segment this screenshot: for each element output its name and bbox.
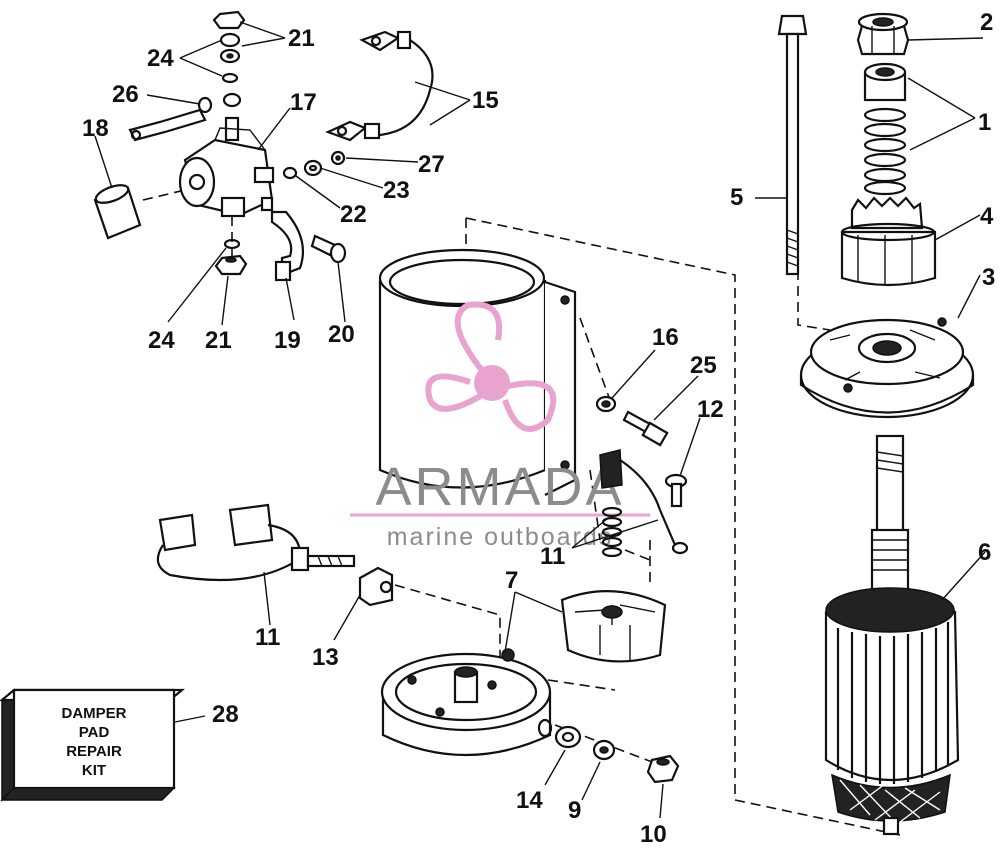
nut-part-23 (303, 159, 323, 177)
label-21-bottom: 21 (205, 327, 232, 354)
screw-part-20 (310, 234, 347, 264)
damper-pad-repair-kit-part-28: DAMPER PAD REPAIR KIT (0, 688, 186, 802)
label-5: 5 (730, 184, 743, 211)
brush-set-right-part-11 (599, 449, 689, 558)
washers-part-24-top (219, 32, 241, 84)
brush-lead-left-part-11 (156, 503, 356, 582)
label-1: 1 (978, 109, 991, 136)
screw-part-12 (664, 473, 688, 508)
drive-pinion-part-4 (840, 196, 937, 287)
washer-part-9 (592, 739, 616, 761)
watermark-hub-icon (474, 365, 510, 401)
label-27: 27 (418, 151, 445, 178)
bolt-part-25 (622, 410, 669, 447)
terminal-post-part-26 (128, 92, 242, 142)
label-22: 22 (340, 201, 367, 228)
label-19: 19 (274, 327, 301, 354)
label-12: 12 (697, 396, 724, 423)
lock-washer-part-27 (330, 150, 346, 166)
spring-stop-part-1 (863, 62, 907, 196)
label-11-left: 11 (255, 624, 280, 651)
nut-part-10 (646, 754, 680, 784)
label-13: 13 (312, 644, 339, 671)
label-14: 14 (516, 787, 543, 814)
nut-part-21-bottom (214, 254, 248, 276)
label-21-top: 21 (288, 25, 315, 52)
terminal-clip-part-13 (358, 566, 394, 607)
armature-part-6 (824, 434, 960, 836)
watermark-brand: ARMADA (375, 457, 624, 517)
brush-holder-part-7 (560, 590, 667, 663)
label-24-top: 24 (147, 45, 174, 72)
label-16: 16 (652, 324, 679, 351)
label-15: 15 (472, 87, 499, 114)
leader-lines (94, 21, 986, 819)
label-17: 17 (290, 89, 317, 116)
label-28: 28 (212, 701, 239, 728)
label-4: 4 (980, 203, 994, 230)
mounting-strap-part-19 (270, 210, 304, 282)
label-7: 7 (505, 567, 518, 594)
kit-line-3: REPAIR (66, 743, 122, 760)
label-10: 10 (640, 821, 667, 848)
label-24-bottom: 24 (148, 327, 175, 354)
motor-frame-housing (378, 248, 577, 496)
washer-part-14 (554, 725, 582, 749)
label-23: 23 (383, 177, 410, 204)
washer-part-22 (282, 166, 298, 180)
damper-ring-part-18 (93, 184, 142, 240)
callout-numbers: 2 1 4 3 5 6 16 25 12 11 7 11 13 28 14 9 … (82, 9, 995, 848)
label-25: 25 (690, 352, 717, 379)
drive-nut-part-2 (856, 12, 910, 56)
label-11-right: 11 (540, 543, 565, 570)
washer-part-16 (595, 395, 617, 413)
commutator-end-cap (380, 648, 553, 757)
through-bolt-part-5 (777, 14, 808, 276)
watermark-tagline: marine outboards (387, 523, 614, 551)
nut-part-21-top (212, 10, 246, 30)
label-18: 18 (82, 115, 109, 142)
kit-line-1: DAMPER (61, 705, 126, 722)
armature-windings (836, 622, 950, 784)
label-3: 3 (982, 264, 995, 291)
label-20: 20 (328, 321, 355, 348)
kit-line-4: KIT (82, 762, 106, 779)
armada-watermark: ARMADA marine outboards (350, 301, 650, 551)
label-9: 9 (568, 797, 581, 824)
battery-cable-part-15 (325, 30, 434, 142)
label-26: 26 (112, 81, 139, 108)
lock-washer-part-24-bottom (223, 238, 241, 250)
drive-end-cap-part-3 (799, 317, 975, 419)
label-2: 2 (980, 9, 993, 36)
solenoid-part-17 (178, 116, 275, 218)
kit-line-2: PAD (79, 724, 110, 741)
label-6: 6 (978, 539, 991, 566)
